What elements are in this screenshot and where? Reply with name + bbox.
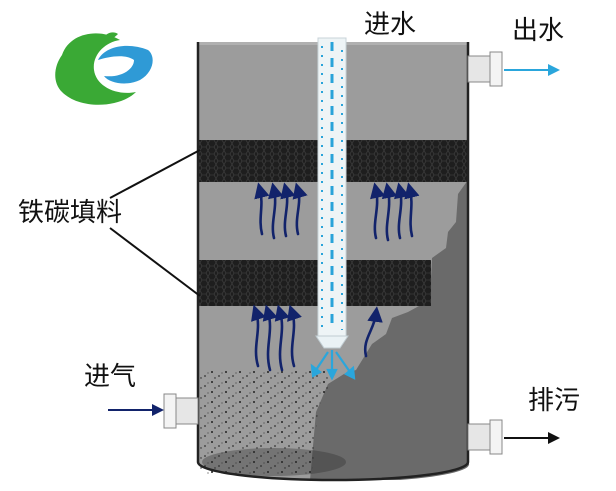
label-sludge-out: 排污 <box>528 386 581 416</box>
label-iron-carbon-filler: 铁碳填料 <box>18 198 123 228</box>
label-water-out: 出水 <box>512 16 565 46</box>
label-water-in: 进水 <box>364 10 417 40</box>
filler-leader-lines <box>109 149 201 297</box>
sludge-outlet <box>467 419 560 455</box>
iron-carbon-filler-lower <box>199 260 431 306</box>
diffuser-icon <box>315 335 349 349</box>
inlet-pipe <box>310 37 356 381</box>
company-logo-icon <box>55 32 153 105</box>
upflow-arrow-icon <box>251 182 420 372</box>
water-outlet <box>467 51 560 87</box>
label-air-in: 进气 <box>84 362 137 392</box>
air-inlet <box>108 393 199 429</box>
